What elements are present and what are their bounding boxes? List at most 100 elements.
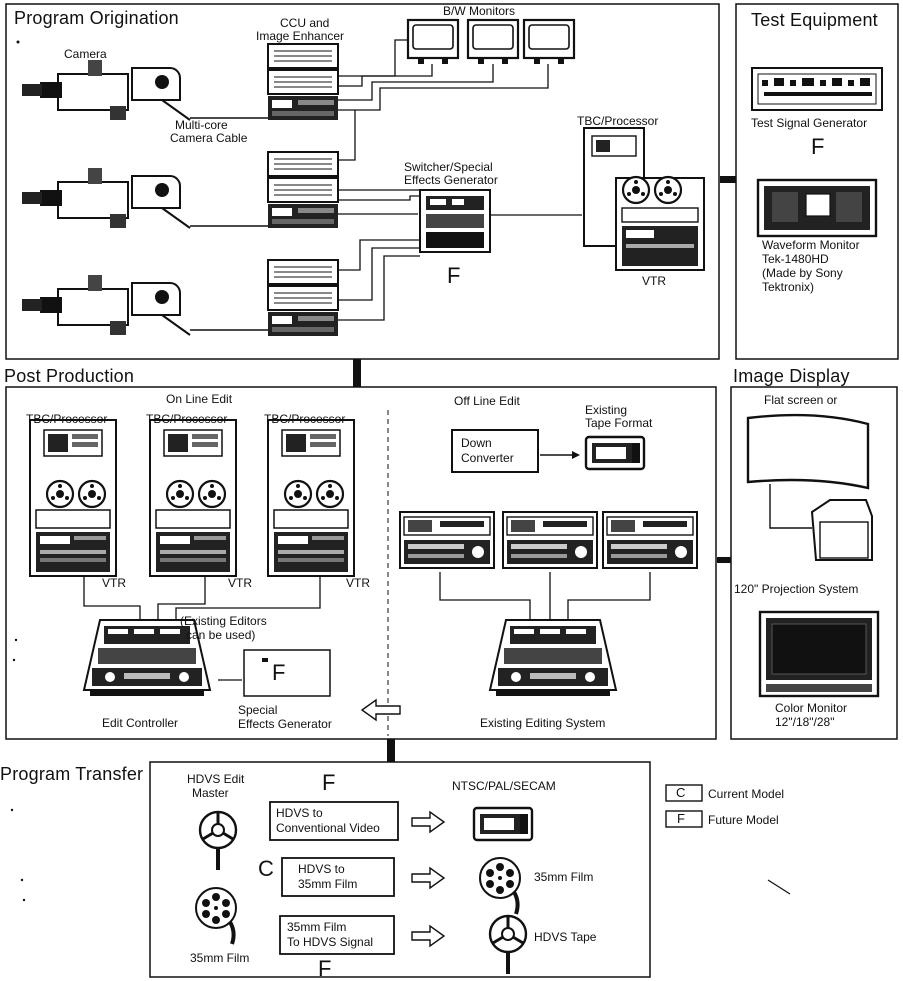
label-color-monitor-line1: Color Monitor [775,701,847,715]
arrow-right-2 [412,868,444,888]
bw-monitor-3 [524,20,574,64]
connector-origination-post [353,359,361,387]
label-test-signal-generator: Test Signal Generator [751,116,867,130]
label-sfx-line1: Special [238,703,277,717]
legend-future-label: Future Model [708,813,779,827]
label-tbc-3: TBC/Processor [264,412,345,426]
label-ccu-line1: CCU and [280,16,329,30]
bw-monitor-1 [408,20,458,64]
sfx-generator-box [244,650,330,696]
arrow-right-1 [412,812,444,832]
waveform-monitor-shape [758,180,876,236]
origination-vtr-shape [584,128,704,270]
label-offline-edit: Off Line Edit [454,394,520,408]
label-vtr-2: VTR [228,576,252,590]
label-box1-line1: HDVS to [276,806,323,820]
ccu-stack-2 [268,152,338,228]
label-ntsc-pal-secam: NTSC/PAL/SECAM [452,779,556,793]
bw-monitor-2 [468,20,518,64]
label-existing-editors-line2: can be used) [186,628,255,642]
label-online-edit: On Line Edit [166,392,232,406]
projection-screen-shape [748,415,872,560]
label-hdvs-master-line1: HDVS Edit [187,772,244,786]
switcher-shape [420,190,490,252]
camera-1-shape [22,60,190,120]
connector-post-transfer [387,739,395,762]
color-monitor-shape [760,612,878,696]
existing-editing-system-shape [490,620,616,696]
vtr-1-shape [30,420,116,576]
hdvs-tape-reel [490,916,526,974]
camera-3-shape [22,275,190,335]
label-cable-line2: Camera Cable [170,131,247,145]
label-box3-line1: 35mm Film [287,920,346,934]
label-box2-line1: HDVS to [298,862,345,876]
test-signal-future-tag: F [811,136,824,158]
sfx-future-tag: F [272,662,285,684]
legend-current-tag: C [676,786,685,800]
label-origination-vtr: VTR [642,274,666,288]
label-switcher-line1: Switcher/Special [404,160,493,174]
offline-deck-2 [503,512,597,568]
label-hdvs-master-line2: Master [192,786,229,800]
down-converter-box: Down Converter [451,429,539,473]
label-camera: Camera [64,47,107,61]
connector-post-display [717,557,731,563]
transfer-current-tag: C [258,858,274,880]
label-waveform-line1: Waveform Monitor [762,238,860,252]
offline-deck-1 [400,512,494,568]
label-film-out: 35mm Film [534,870,593,884]
label-edit-controller: Edit Controller [102,716,178,730]
section-title-test-equipment: Test Equipment [751,10,878,30]
label-hdvs-tape: HDVS Tape [534,930,596,944]
switcher-future-tag: F [447,265,460,287]
label-ccu-line2: Image Enhancer [256,29,344,43]
film-in-reel [196,888,236,944]
ntsc-cassette [474,808,532,840]
label-down-converter-line2: Converter [461,451,514,465]
hollow-arrow-left [362,700,400,720]
label-tbc-2: TBC/Processor [146,412,227,426]
label-existing-editors-line1: (Existing Editors [180,614,267,628]
vtr-3-shape [268,420,354,576]
label-tbc-1: TBC/Processor [26,412,107,426]
label-waveform-line3: (Made by Sony [762,266,843,280]
label-box2-line2: 35mm Film [298,877,357,891]
test-signal-generator-shape [752,68,882,110]
connector-origination-test [720,176,736,183]
label-vtr-3: VTR [346,576,370,590]
label-origination-tbc: TBC/Processor [577,114,658,128]
vtr-2-shape [150,420,236,576]
label-box3-line2: To HDVS Signal [287,935,373,949]
legend-future-tag: F [677,812,685,826]
label-box1-line2: Conventional Video [276,821,380,835]
ccu-stack-3 [268,260,338,336]
offline-deck-3 [603,512,697,568]
hdvs-master-reel [200,812,236,870]
label-sfx-line2: Effects Generator [238,717,332,731]
label-flat-screen: Flat screen or [764,393,837,407]
label-film-in: 35mm Film [190,951,249,965]
label-waveform-line4: Tektronix) [762,280,814,294]
section-title-post-production: Post Production [4,366,134,386]
section-title-image-display: Image Display [733,366,850,386]
label-color-monitor-line2: 12"/18"/28" [775,715,835,729]
label-down-converter-line1: Down [461,436,492,450]
label-waveform-line2: Tek-1480HD [762,252,829,266]
film-out-reel [480,858,520,914]
arrow-right-3 [412,926,444,946]
legend-current-label: Current Model [708,787,784,801]
label-existing-editing-system: Existing Editing System [480,716,605,730]
camera-2-shape [22,168,190,228]
label-cable-line1: Multi-core [175,118,228,132]
transfer-future-tag-bottom: F [318,958,331,980]
label-vtr-1: VTR [102,576,126,590]
label-existing-tape-line1: Existing [585,403,627,417]
existing-tape-shape [586,437,644,469]
transfer-future-tag-top: F [322,772,335,794]
section-title-program-transfer: Program Transfer [0,764,143,784]
label-projection-system: 120" Projection System [734,582,858,596]
ccu-stack-1 [268,44,338,120]
